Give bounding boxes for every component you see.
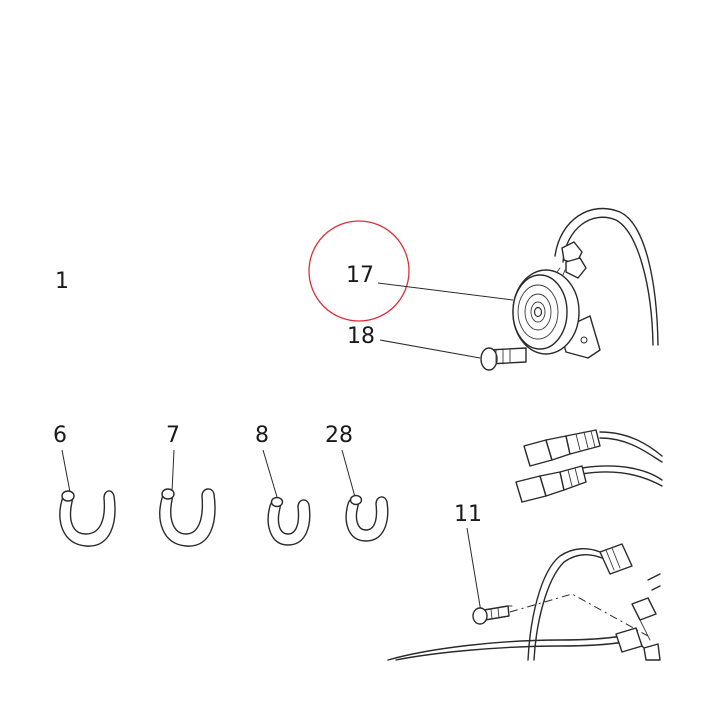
highlight-circle xyxy=(308,220,410,322)
leader-11 xyxy=(466,527,482,613)
leader-8 xyxy=(262,449,278,498)
clip-6 xyxy=(59,490,116,547)
callout-17: 17 xyxy=(346,263,374,288)
callout-6-partial: 6 xyxy=(53,423,67,448)
wiring-harness xyxy=(387,543,661,661)
callout-11: 11 xyxy=(454,502,482,527)
horn-part xyxy=(512,207,659,359)
clip-28 xyxy=(345,494,389,542)
leader-6 xyxy=(61,449,71,493)
callout-28: 28 xyxy=(325,423,353,448)
clip-8 xyxy=(267,496,311,546)
screw-part xyxy=(472,605,513,625)
callout-18: 18 xyxy=(347,324,375,349)
leader-17 xyxy=(377,282,514,301)
leader-18 xyxy=(379,339,481,359)
callout-8: 8 xyxy=(255,423,269,448)
clip-7 xyxy=(159,488,216,547)
leader-lines xyxy=(61,282,514,613)
callout-7: 7 xyxy=(166,423,180,448)
callout-edge-partial: 1 xyxy=(55,269,69,294)
leader-28 xyxy=(341,449,356,498)
leader-7 xyxy=(171,449,175,493)
sensor-cables xyxy=(515,429,663,503)
bolt-part xyxy=(480,347,527,371)
